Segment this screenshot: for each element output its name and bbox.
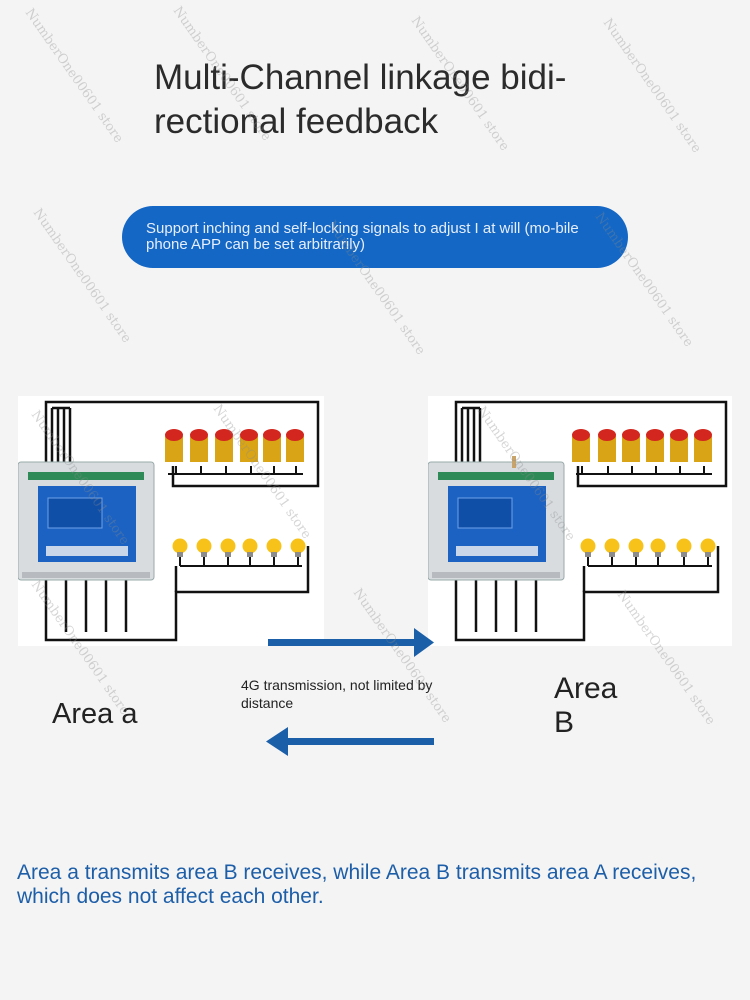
transmission-arrows (260, 622, 450, 777)
watermark: NumberOne00601 store (599, 16, 704, 156)
relay-controller-icon (428, 456, 565, 581)
arrow-right-icon (268, 628, 434, 657)
arrow-left-icon (266, 727, 434, 756)
watermark: NumberOne00601 store (591, 210, 696, 350)
footer-caption: Area a transmits area B receives, while … (17, 861, 697, 908)
relay-controller-icon (18, 461, 155, 581)
feature-banner-text: Support inching and self-locking signals… (146, 220, 579, 253)
area-a-label: Area a (52, 698, 138, 730)
transmission-label: 4G transmission, not limited by distance (241, 677, 433, 711)
page-title: Multi-Channel linkage bidi-rectional fee… (154, 58, 567, 141)
watermark: NumberOne00601 store (21, 6, 126, 146)
emergency-stop-button-icon (165, 429, 304, 462)
area-a-wiring-diagram (18, 396, 324, 646)
emergency-stop-button-icon (572, 429, 712, 462)
light-bulb-icon (580, 538, 716, 557)
watermark: NumberOne00601 store (29, 206, 134, 346)
area-b-wiring-diagram (428, 396, 732, 646)
area-b-label: Area B (554, 672, 618, 739)
light-bulb-icon (172, 538, 306, 557)
feature-banner (122, 206, 628, 268)
